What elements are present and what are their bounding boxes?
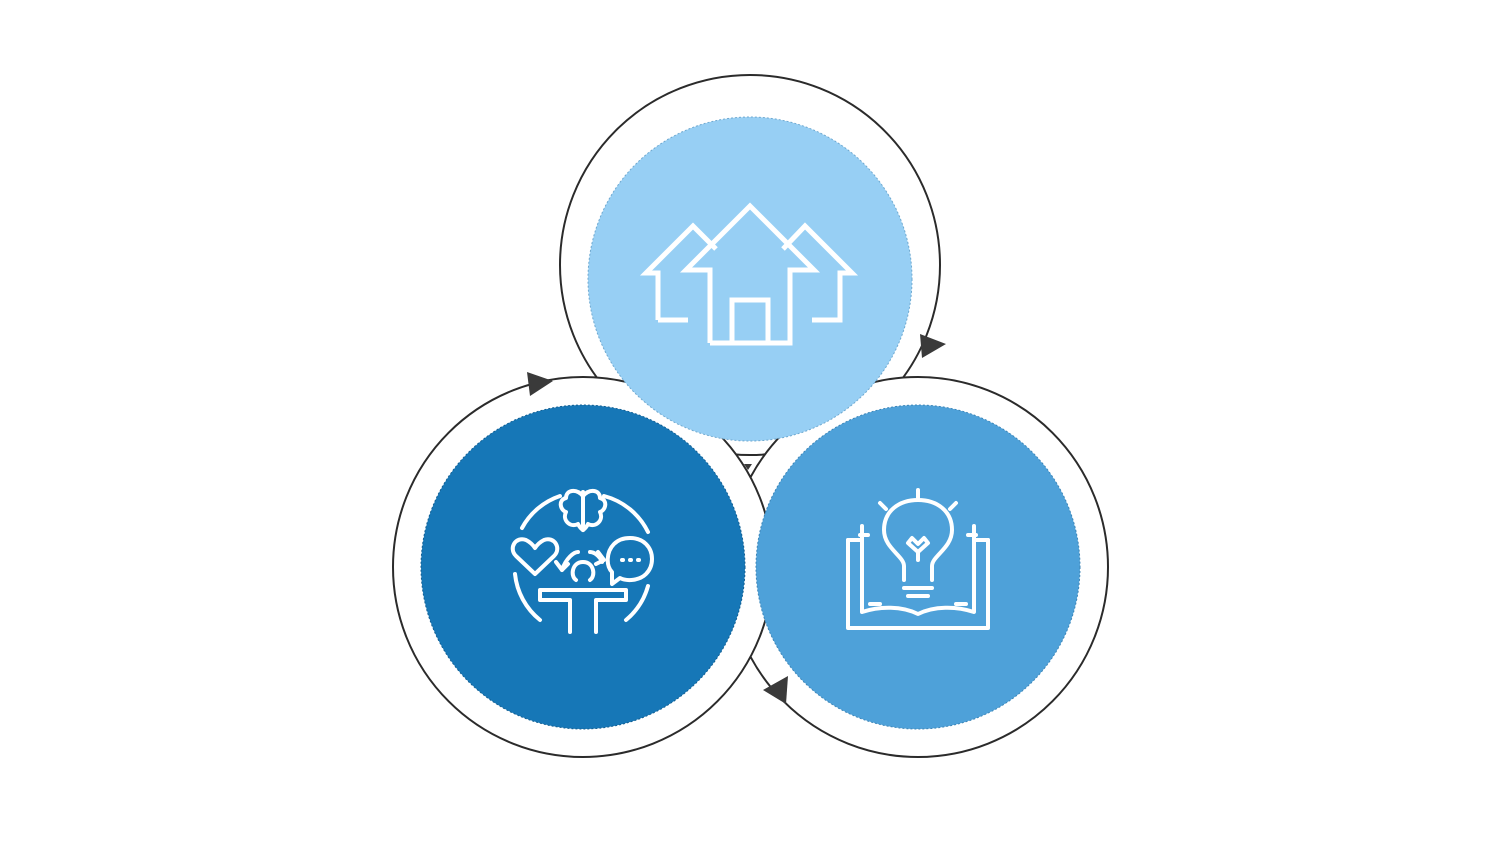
node-learning — [755, 404, 1081, 730]
mind-body-wellbeing-icon — [510, 489, 654, 634]
book-lightbulb-icon — [846, 488, 990, 630]
node-wellbeing — [420, 404, 746, 730]
arrow-head-right — [920, 334, 946, 358]
arrow-head-center — [744, 464, 752, 470]
node-home — [587, 116, 913, 442]
arrow-head-bottom — [763, 676, 788, 704]
houses-icon — [639, 202, 859, 346]
arrow-head-left — [527, 372, 553, 396]
